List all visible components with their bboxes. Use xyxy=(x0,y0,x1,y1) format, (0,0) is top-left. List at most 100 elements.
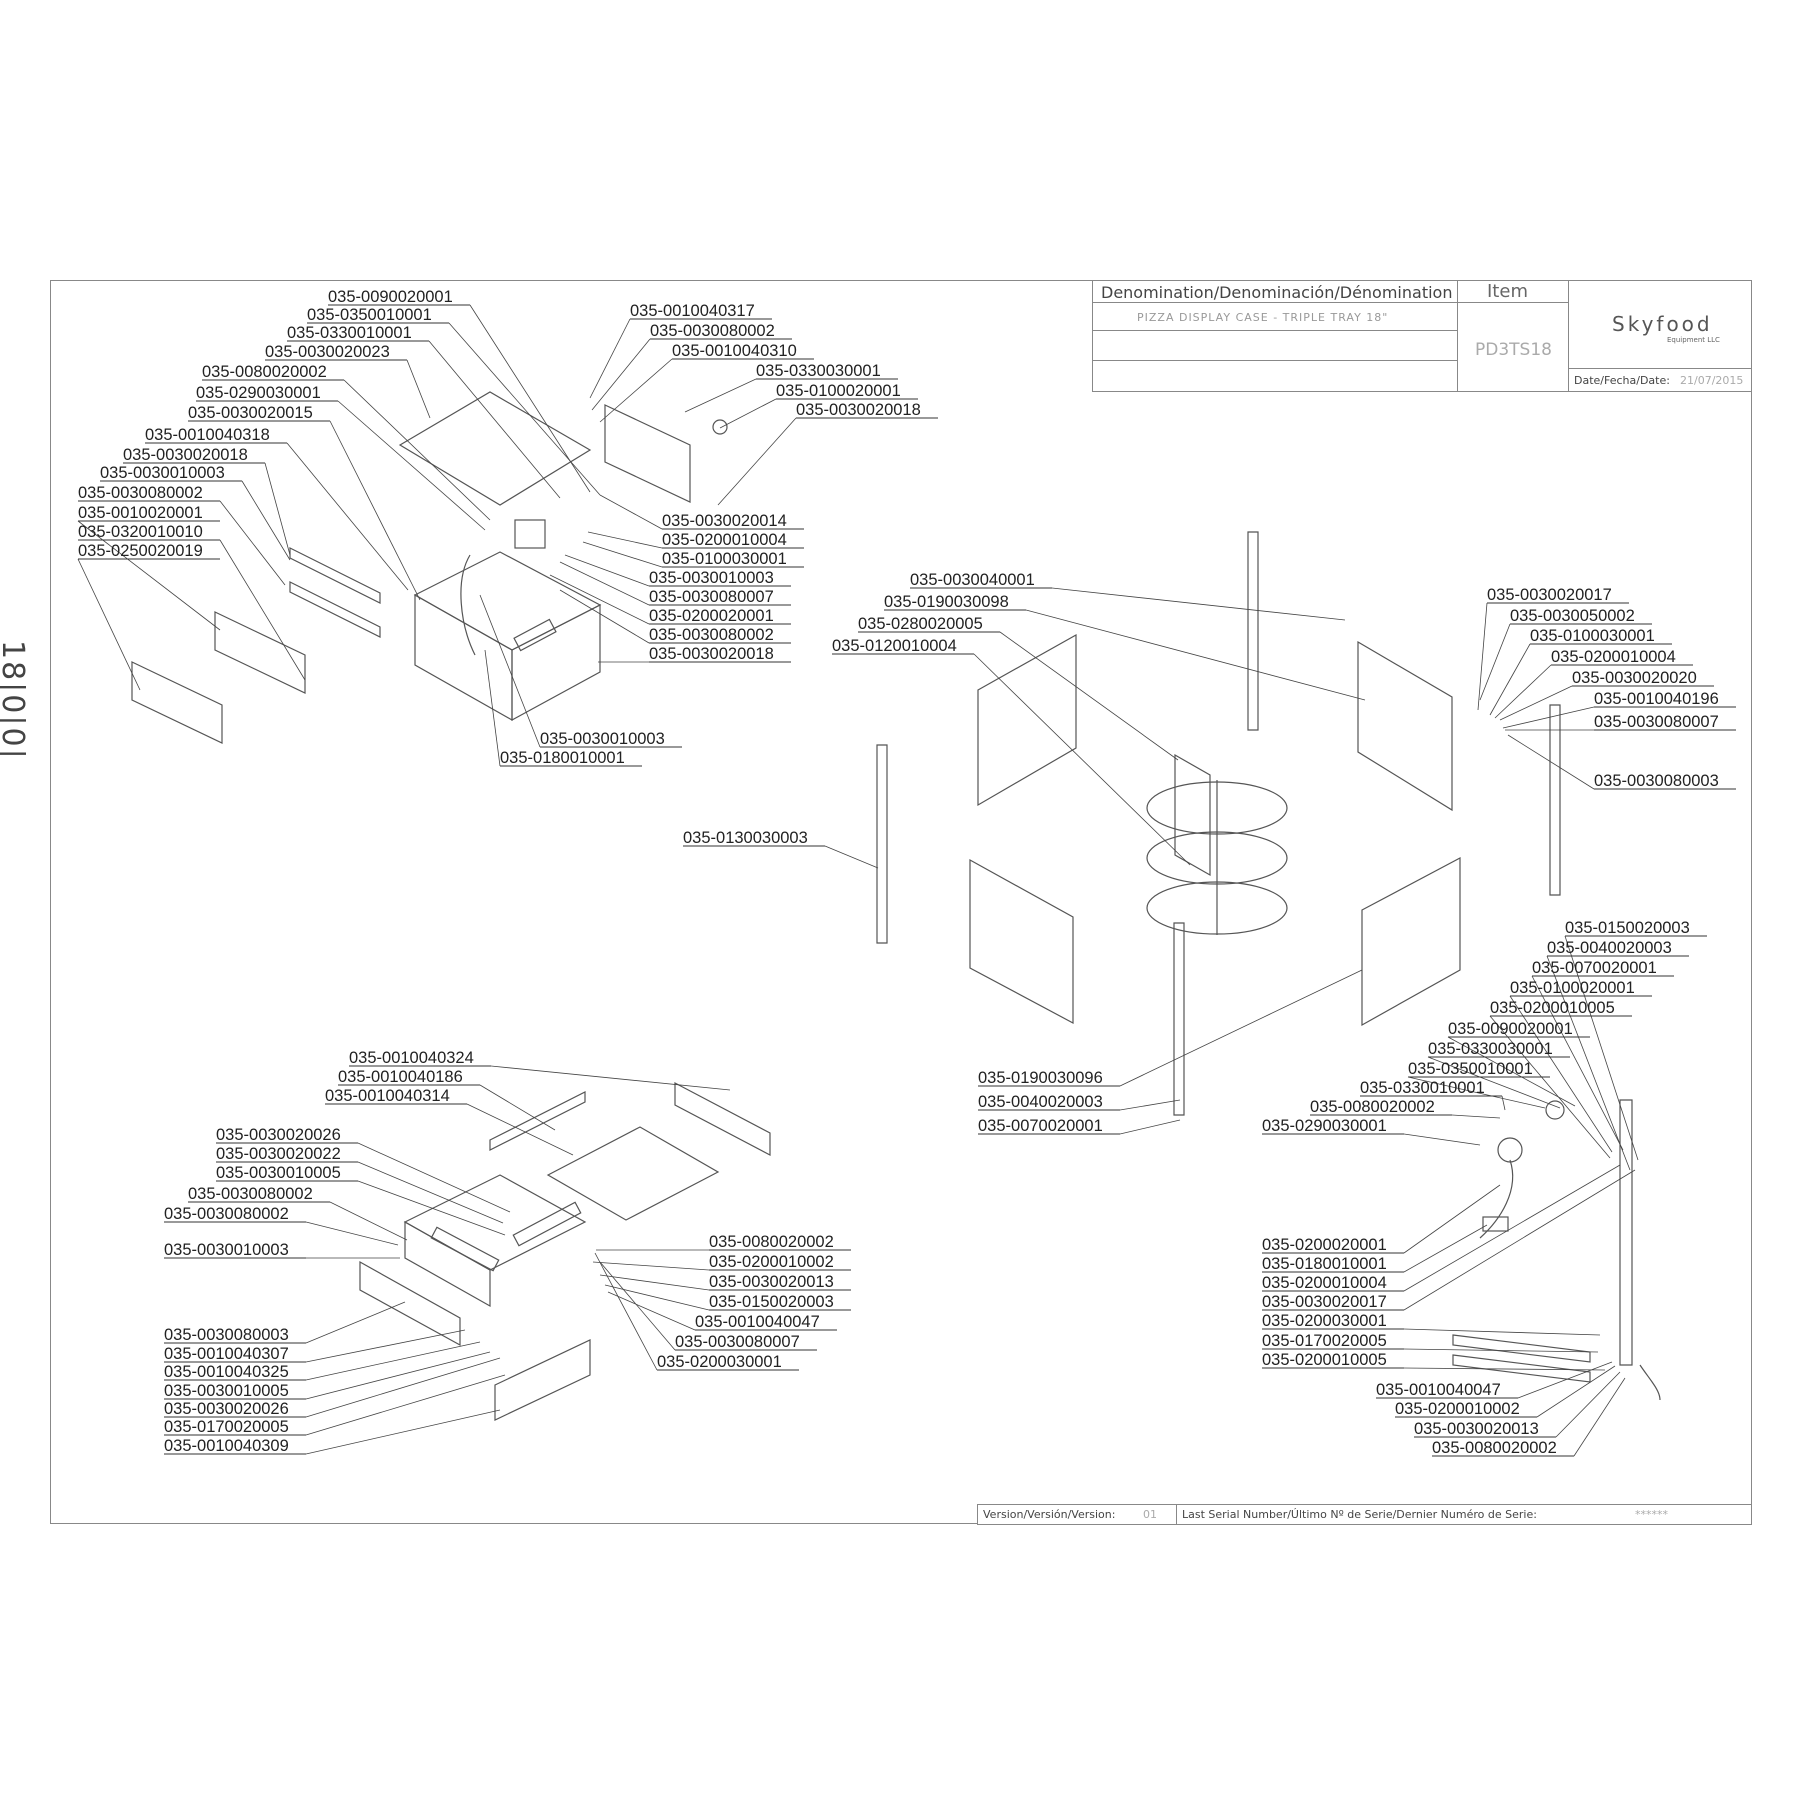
top-panel xyxy=(398,391,592,506)
part-number-label: 035-0100020001 xyxy=(1510,979,1635,997)
callout-leader-line xyxy=(1025,609,1366,701)
front-left-glass xyxy=(969,858,1074,1025)
callout-leader-line xyxy=(587,531,663,549)
glass-large xyxy=(131,661,223,744)
callout-leader-line xyxy=(448,322,601,496)
part-number-label: 035-0070020001 xyxy=(978,1117,1103,1135)
base-tray xyxy=(403,1174,587,1271)
title-block-row-line-1 xyxy=(1092,302,1569,303)
part-number-label: 035-0200020001 xyxy=(1262,1236,1387,1254)
part-number-label: 035-0030080003 xyxy=(164,1326,289,1344)
assembly-top-left-parts xyxy=(131,391,728,744)
part-number-label: 035-0030020026 xyxy=(164,1400,289,1418)
callout-leader-line xyxy=(1451,1114,1501,1119)
callout-leader-line xyxy=(1403,1348,1599,1353)
part-number-label: 035-0080020002 xyxy=(1432,1439,1557,1457)
brand-logo: Skyfood xyxy=(1612,312,1713,336)
thermostat-block xyxy=(514,519,546,549)
item-code: PD3TS18 xyxy=(1475,340,1552,360)
callout-leader-line xyxy=(1447,1036,1576,1107)
callout-leader-line xyxy=(1489,1015,1611,1159)
part-number-label: 035-0100020001 xyxy=(776,382,901,400)
part-number-label: 035-0030020015 xyxy=(188,404,313,422)
serial-value: ****** xyxy=(1635,1508,1668,1521)
callout-leader-line xyxy=(1403,1224,1488,1273)
callout-leader-line xyxy=(1507,734,1595,790)
callout-leader-line xyxy=(1546,955,1631,1171)
callout-leader-line xyxy=(1403,1367,1606,1371)
part-number-label: 035-0120010004 xyxy=(832,637,957,655)
callout-leader-line xyxy=(1119,1119,1181,1135)
part-number-label: 035-0280020005 xyxy=(858,615,983,633)
part-number-label: 035-0030020023 xyxy=(265,343,390,361)
part-number-label: 035-0080020002 xyxy=(202,363,327,381)
part-number-label: 035-0030020026 xyxy=(216,1126,341,1144)
part-number-label: 035-0180010001 xyxy=(1262,1255,1387,1273)
callout-leader-line xyxy=(1403,1169,1636,1311)
rear-rail xyxy=(674,1082,771,1156)
callout-leader-line xyxy=(1403,1133,1481,1146)
part-number-label: 035-0200010005 xyxy=(1262,1351,1387,1369)
callout-leader-line xyxy=(219,500,286,586)
callout-leader-line xyxy=(559,589,650,644)
date-label: Date/Fecha/Date: xyxy=(1574,374,1670,387)
part-number-label: 035-0200030001 xyxy=(657,1353,782,1371)
part-number-label: 035-0190030098 xyxy=(884,593,1009,611)
callout-leader-line xyxy=(1489,643,1531,716)
title-block-logo-cell xyxy=(1568,280,1752,392)
part-number-label: 035-0010020001 xyxy=(78,504,203,522)
part-number-label: 035-0030020022 xyxy=(216,1145,341,1163)
callout-leader-line xyxy=(719,398,777,429)
part-outlines xyxy=(131,391,1661,1421)
callout-leader-line xyxy=(1119,1099,1181,1111)
callout-leader-line xyxy=(1479,623,1511,701)
callout-leader-line xyxy=(1536,1365,1616,1418)
callout-leader-line xyxy=(973,653,1191,866)
callout-leader-line xyxy=(1403,1328,1601,1336)
part-number-label: 035-0200020001 xyxy=(649,607,774,625)
part-number-label: 035-0030020018 xyxy=(649,645,774,663)
title-block-date-line xyxy=(1568,368,1752,369)
base-box-side xyxy=(511,604,601,722)
part-number-label: 035-0030080002 xyxy=(188,1185,313,1203)
part-number-label: 035-0200010002 xyxy=(709,1253,834,1271)
callout-leader-line xyxy=(469,304,591,493)
thermostat-knob xyxy=(1545,1100,1565,1120)
callout-leader-line xyxy=(549,574,650,625)
heater-tray xyxy=(494,1339,591,1421)
callout-leader-line xyxy=(77,558,141,691)
grille-left xyxy=(430,1226,500,1272)
callout-leader-line xyxy=(1499,685,1573,721)
part-number-label: 035-0030080007 xyxy=(675,1333,800,1351)
right-post xyxy=(1549,704,1561,896)
title-block-row-line-3 xyxy=(1092,360,1458,361)
callout-leader-line xyxy=(286,442,409,591)
callout-group-assembly-bottom-left: 035-0010040324035-0010040186035-00100403… xyxy=(164,1049,851,1455)
part-number-label: 035-0030010003 xyxy=(100,464,225,482)
callout-leader-line xyxy=(484,649,501,767)
base-tray-front xyxy=(404,1220,491,1308)
base-box-front xyxy=(414,593,513,722)
part-number-label: 035-0010040186 xyxy=(338,1068,463,1086)
thermostat-dial xyxy=(1497,1137,1523,1163)
callout-leader-line xyxy=(1051,587,1346,621)
callout-leader-line xyxy=(717,417,797,506)
wire-harness xyxy=(460,554,476,656)
callout-leader-line xyxy=(1564,935,1639,1161)
part-number-label: 035-0100030001 xyxy=(662,550,787,568)
title-block-item-cell xyxy=(1457,280,1569,392)
callout-leader-line xyxy=(305,1374,506,1436)
part-number-label: 035-0250020019 xyxy=(78,542,203,560)
callout-leader-line xyxy=(337,400,486,531)
callout-leader-line xyxy=(594,1252,658,1371)
callout-leader-line xyxy=(241,480,291,561)
part-number-label: 035-0030080002 xyxy=(164,1205,289,1223)
callout-leader-line xyxy=(1517,1361,1613,1399)
callout-leader-line xyxy=(406,359,431,419)
callout-leader-line xyxy=(1531,975,1624,1151)
callout-leader-line xyxy=(1509,995,1613,1153)
callout-leader-line xyxy=(599,358,673,423)
callout-leader-line xyxy=(599,494,663,530)
